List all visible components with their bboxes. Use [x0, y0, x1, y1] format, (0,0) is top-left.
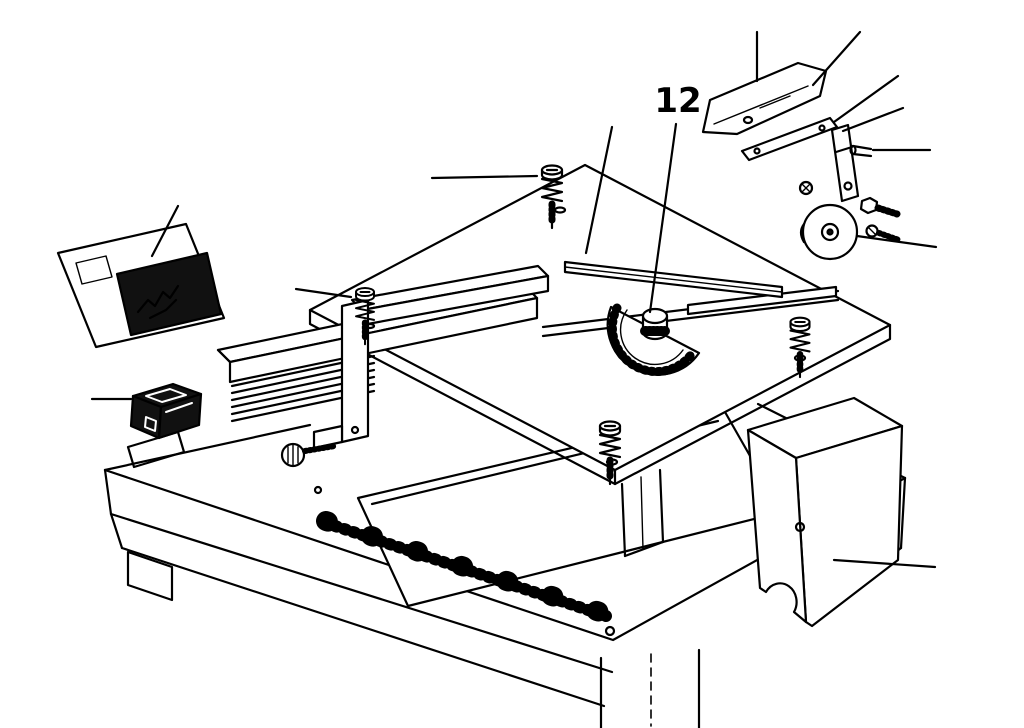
miter-slot	[541, 285, 840, 338]
riving-plate	[740, 116, 839, 162]
leader-blade-cover	[832, 558, 937, 569]
flange-disc	[799, 203, 859, 261]
leader-warning-label	[150, 204, 180, 258]
blade-cover	[746, 396, 904, 628]
leader-callout-12	[648, 122, 678, 314]
left-foot	[126, 550, 174, 602]
part-callout-12: 12	[654, 81, 701, 121]
warning-label	[56, 222, 226, 349]
clamp-bracket	[340, 298, 370, 444]
machine-base	[103, 340, 907, 728]
mount-bracket	[830, 123, 860, 203]
warning-pictogram-panel	[115, 251, 223, 337]
fence-clamp-assembly	[280, 264, 550, 468]
pivot-pin	[849, 144, 873, 158]
leader-lines	[90, 30, 938, 569]
protractor-graduations	[607, 303, 698, 377]
machine-screw	[798, 180, 814, 196]
miter-bar	[686, 285, 838, 316]
leader-flange-disc	[855, 234, 938, 249]
stand-leg	[599, 648, 701, 728]
rocker-button	[145, 388, 187, 403]
blade-housing-column	[620, 468, 665, 558]
leader-spring-screw	[430, 174, 539, 180]
leader-mount-bracket	[841, 106, 905, 133]
label-switch-symbol	[75, 255, 113, 285]
saw-table	[308, 163, 892, 486]
blade-guard	[701, 61, 828, 136]
lock-knob	[640, 307, 670, 341]
small-bolt	[865, 224, 902, 243]
hand-blade-pictogram	[136, 284, 180, 320]
ruler-scale	[316, 511, 616, 624]
miter-gauge	[606, 303, 701, 377]
leader-riving-plate	[832, 74, 900, 124]
clamp-knob	[280, 442, 338, 468]
rip-fence-strip	[563, 260, 784, 299]
hex-bolt	[859, 196, 901, 218]
leader-blade-guard	[811, 30, 862, 87]
base-bottom-edge	[120, 546, 606, 708]
leader-spring-screw	[294, 287, 353, 299]
power-switch	[129, 382, 203, 440]
base-front-crease	[109, 512, 614, 674]
leader-table	[584, 125, 614, 255]
